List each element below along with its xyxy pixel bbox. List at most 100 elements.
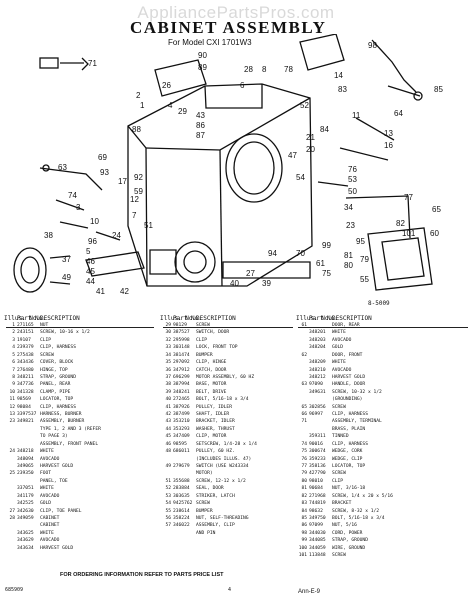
illus-number: 1 bbox=[12, 323, 15, 328]
description: HARVEST GOLD bbox=[332, 374, 366, 380]
illus-number bbox=[4, 485, 17, 492]
illus-number: 82 bbox=[301, 493, 307, 499]
illus-number: 85 bbox=[301, 515, 307, 521]
callout-number: 45 bbox=[86, 267, 95, 276]
illus-number bbox=[296, 396, 309, 403]
part-number: 239350 bbox=[17, 471, 34, 477]
description: AVOCADO bbox=[332, 367, 352, 373]
illus-number: 46 bbox=[165, 441, 171, 447]
diagram-code: 8-5009 bbox=[368, 300, 390, 307]
illus-number: 62 bbox=[301, 352, 307, 358]
part-number: 9425762 bbox=[173, 501, 193, 507]
part-number: 346022 bbox=[173, 523, 190, 529]
description: ASSEMBLY, FRONT PANEL bbox=[40, 441, 99, 447]
description: SCREW bbox=[196, 323, 210, 328]
callout-number: 29 bbox=[178, 107, 187, 116]
description: (INCLUDES ILLUS. 47) bbox=[196, 456, 252, 462]
table-row: ASSEMBLY, FRONT PANEL bbox=[4, 441, 156, 448]
callout-number: 1 bbox=[140, 101, 145, 110]
callout-number: 52 bbox=[300, 101, 309, 110]
description: CLIP, HARNESS bbox=[40, 345, 76, 351]
callout-number: 23 bbox=[346, 221, 355, 230]
part-number bbox=[309, 352, 332, 359]
callout-number: 81 bbox=[344, 251, 353, 260]
part-number bbox=[17, 426, 40, 433]
illus-number bbox=[4, 522, 17, 529]
part-number: 348212 bbox=[309, 374, 326, 380]
illus-number: 27 bbox=[9, 508, 15, 514]
header-cell: Part No. bbox=[173, 315, 202, 322]
illus-number: 33 bbox=[165, 345, 171, 351]
illus-number: 2 bbox=[12, 330, 15, 336]
description: NUT, 5/16 bbox=[332, 523, 357, 529]
callout-number: 53 bbox=[348, 175, 357, 184]
part-number: 349065 bbox=[17, 464, 34, 470]
description: WHITE bbox=[40, 530, 54, 536]
description: NUT bbox=[40, 323, 49, 328]
part-number: 98595 bbox=[173, 441, 187, 447]
part-number: 97099 bbox=[309, 523, 323, 529]
description: SCREW, 10-16 x 1/2 bbox=[40, 330, 90, 336]
description: CLIP bbox=[196, 337, 208, 343]
part-number: 744819 bbox=[309, 501, 326, 507]
illus-number: 7 bbox=[12, 367, 15, 373]
illus-number: 52 bbox=[165, 486, 171, 492]
table-rule bbox=[163, 327, 293, 328]
description: HARNESS, BURNER bbox=[40, 412, 82, 418]
illus-number: 81 bbox=[301, 486, 307, 492]
part-number bbox=[173, 530, 196, 537]
part-number bbox=[309, 426, 332, 433]
callout-number: 90 bbox=[198, 51, 207, 60]
part-number: 279679 bbox=[173, 464, 190, 470]
illus-number: 39 bbox=[165, 389, 171, 395]
part-number: 358224 bbox=[173, 515, 190, 521]
callout-number: 99 bbox=[322, 241, 331, 250]
illus-number: 44 bbox=[165, 426, 171, 432]
part-number: 696299 bbox=[173, 374, 190, 380]
illus-number: 4 bbox=[12, 345, 15, 351]
callout-number: 20 bbox=[306, 145, 315, 154]
table-row: BRASS, PLAIN bbox=[296, 426, 468, 433]
description: ASSEMBLY, CLIP bbox=[196, 523, 235, 529]
callout-number: 63 bbox=[58, 163, 67, 172]
illus-number: 75 bbox=[301, 449, 307, 455]
illus-number bbox=[4, 478, 17, 485]
callout-number: 26 bbox=[162, 81, 171, 90]
illus-number: 63 bbox=[301, 382, 307, 388]
part-number: 359311 bbox=[309, 434, 326, 440]
illus-number: 12 bbox=[9, 404, 15, 410]
part-number: 342630 bbox=[17, 508, 34, 514]
callout-number: 96 bbox=[88, 237, 97, 246]
part-number: 3397537 bbox=[17, 412, 37, 418]
callout-number: 7 bbox=[132, 211, 137, 220]
description: HANDLE, DOOR bbox=[332, 382, 366, 388]
part-number: 113848 bbox=[309, 553, 326, 559]
part-number bbox=[17, 522, 40, 529]
description: WEDGE, CLIP bbox=[332, 456, 363, 462]
part-number: 353293 bbox=[173, 426, 190, 432]
description: NUT, 3/16-18 bbox=[332, 486, 366, 492]
callout-number: 14 bbox=[334, 71, 343, 80]
header-cell: DESCRIPTION bbox=[196, 315, 236, 322]
callout-number: 93 bbox=[100, 168, 109, 177]
callout-number: 77 bbox=[404, 193, 413, 202]
part-number: 90016 bbox=[309, 441, 323, 447]
callout-number: 43 bbox=[196, 111, 205, 120]
part-number: 343625 bbox=[17, 530, 34, 536]
description: BOLT, 5/16-18 x 3/4 bbox=[196, 397, 249, 403]
callout-number: 76 bbox=[348, 165, 357, 174]
illus-number bbox=[4, 441, 17, 448]
callout-number: 94 bbox=[268, 249, 277, 258]
